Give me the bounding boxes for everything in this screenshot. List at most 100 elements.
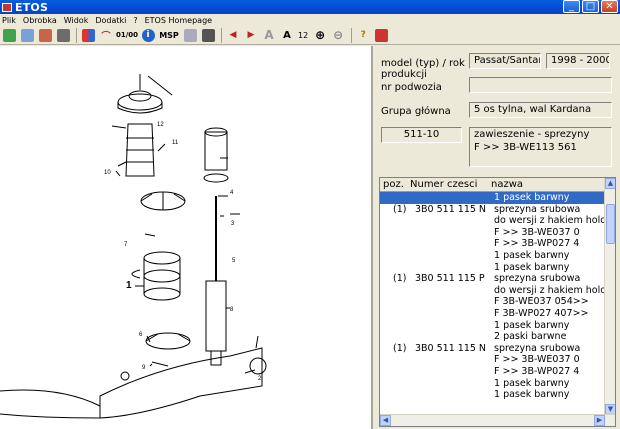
chassis-field xyxy=(469,77,612,93)
header-pos[interactable]: poz. xyxy=(383,179,404,190)
cell-name: sprezyna srubowa xyxy=(494,203,581,215)
cell-name: F >> 3B-WE037 0 xyxy=(494,226,580,238)
info-icon[interactable]: i xyxy=(140,27,156,43)
color-palette-button[interactable] xyxy=(80,27,96,43)
parts-list[interactable]: poz. Numer czesci nazwa 1 pasek barwny(1… xyxy=(379,177,616,427)
zoom-out-icon[interactable]: ⊖ xyxy=(333,28,344,42)
table-row[interactable]: F >> 3B-WE037 0 xyxy=(380,227,605,239)
cell-name: do wersji z hakiem holov xyxy=(494,284,612,296)
horizontal-scrollbar[interactable]: ◀ ▶ xyxy=(380,414,615,426)
cell-number: 3B0 511 115 N xyxy=(415,203,487,215)
menu-dodatki[interactable]: Dodatki xyxy=(95,15,127,25)
new-document-button[interactable] xyxy=(1,27,17,43)
cell-name: 1 pasek barwny xyxy=(494,261,570,273)
callout-5: 5 xyxy=(232,258,236,264)
model-field: Passat/Santan xyxy=(469,53,541,69)
parts-drawing: 12 11 10 4 3 5 7 1 8 6 9 2 xyxy=(0,46,373,429)
close-button[interactable]: ✕ xyxy=(601,0,618,13)
header-number[interactable]: Numer czesci xyxy=(410,179,478,190)
table-row[interactable]: 1 pasek barwny xyxy=(380,192,605,204)
menu-plik[interactable]: Plik xyxy=(2,15,16,25)
minimize-button[interactable]: _ xyxy=(563,0,580,13)
window-title: ETOS xyxy=(15,0,49,14)
vertical-scrollbar[interactable]: ▲ ▼ xyxy=(604,178,615,415)
maximize-button[interactable]: □ xyxy=(582,0,599,13)
cell-pos: (1) xyxy=(393,273,407,285)
bump-stop xyxy=(125,123,155,177)
scroll-up-icon[interactable]: ▲ xyxy=(605,178,615,189)
callout-6: 6 xyxy=(139,332,143,338)
scroll-thumb[interactable] xyxy=(606,204,615,244)
callout-11: 11 xyxy=(172,140,179,146)
document-button[interactable] xyxy=(19,27,35,43)
parts-list-header: poz. Numer czesci nazwa xyxy=(380,178,605,192)
menu-obrobka[interactable]: Obrobka xyxy=(22,15,57,25)
menu-widok[interactable]: Widok xyxy=(63,15,89,25)
scroll-right-icon[interactable]: ▶ xyxy=(594,415,605,426)
grid-button[interactable] xyxy=(182,27,198,43)
next-arrow-icon[interactable]: ▶ xyxy=(247,30,255,40)
table-row[interactable]: F 3B-WP027 407>> xyxy=(380,308,605,320)
shock-absorber xyxy=(205,280,227,352)
cell-name: F >> 3B-WP027 4 xyxy=(494,365,580,377)
year-field: 1998 - 2000 xyxy=(546,53,610,69)
cell-name: F >> 3B-WP027 4 xyxy=(494,238,580,250)
cell-name: do wersji z hakiem holov xyxy=(494,215,612,227)
print-button[interactable] xyxy=(55,27,71,43)
cell-name: F >> 3B-WE037 0 xyxy=(494,354,580,366)
exit-icon[interactable] xyxy=(373,27,389,43)
table-row[interactable]: 1 pasek barwny xyxy=(380,389,605,401)
details-pane: model (typ) / rok produkcji Passat/Santa… xyxy=(375,46,620,429)
msp-button[interactable]: MSP xyxy=(159,30,179,40)
table-row[interactable]: F >> 3B-WE037 0 xyxy=(380,354,605,366)
scroll-left-icon[interactable]: ◀ xyxy=(380,415,391,426)
description-line-2: F >> 3B-WE113 561 xyxy=(474,142,577,153)
table-row[interactable]: (1) 3B0 511 115 N sprezyna srubowa xyxy=(380,204,605,216)
tools-button[interactable] xyxy=(37,27,53,43)
header-name[interactable]: nazwa xyxy=(491,179,524,190)
toolbar: ⌒ 01/00 i MSP ◀ ▶ A A 12 ⊕ ⊖ ? xyxy=(0,26,620,45)
table-row[interactable]: 1 pasek barwny xyxy=(380,262,605,274)
model-label: model (typ) / rok produkcji xyxy=(381,58,465,80)
description-field: zawieszenie - sprezyny F >> 3B-WE113 561 xyxy=(469,127,612,167)
cell-pos: (1) xyxy=(393,203,407,215)
zoom-in-icon[interactable]: ⊕ xyxy=(315,28,326,42)
cell-name: 1 pasek barwny xyxy=(494,319,570,331)
lower-spring-seat xyxy=(145,332,191,350)
table-row[interactable]: 2 paski barwne xyxy=(380,331,605,343)
chassis-label: nr podwozia xyxy=(381,82,442,93)
cell-pos: (1) xyxy=(393,342,407,354)
cell-name: sprezyna srubowa xyxy=(494,342,581,354)
font-larger-icon[interactable]: A xyxy=(264,28,274,42)
table-row[interactable]: 1 pasek barwny xyxy=(380,378,605,390)
arc-icon[interactable]: ⌒ xyxy=(101,31,111,42)
table-row[interactable]: do wersji z hakiem holov xyxy=(380,285,612,297)
table-row[interactable]: F 3B-WE037 054>> xyxy=(380,296,605,308)
font-smaller-icon[interactable]: A xyxy=(283,29,291,41)
ratio-button[interactable]: 01/00 xyxy=(115,31,139,39)
callout-3: 3 xyxy=(231,221,235,227)
callout-12: 12 xyxy=(157,122,164,128)
help-icon[interactable]: ? xyxy=(360,30,366,40)
group-label: Grupa główna xyxy=(381,106,451,117)
callout-4: 4 xyxy=(230,190,234,196)
table-row[interactable]: F >> 3B-WP027 4 xyxy=(380,366,605,378)
table-row[interactable]: 1 pasek barwny xyxy=(380,250,605,262)
code-field: 511-10 xyxy=(381,127,462,143)
trailing-arm xyxy=(99,347,263,419)
table-row[interactable]: do wersji z hakiem holov xyxy=(380,215,612,227)
menu-etos-homepage[interactable]: ETOS Homepage xyxy=(144,15,213,25)
description-line-1: zawieszenie - sprezyny xyxy=(474,129,590,140)
table-row[interactable]: F >> 3B-WP027 4 xyxy=(380,238,605,250)
coil-spring xyxy=(131,251,181,301)
group-field: 5 os tylna, wal Kardana xyxy=(469,102,612,118)
table-row[interactable]: 1 pasek barwny xyxy=(380,320,605,332)
menu-bar: Plik Obrobka Widok Dodatki ? ETOS Homepa… xyxy=(0,14,620,26)
binoculars-icon[interactable] xyxy=(200,27,216,43)
previous-arrow-icon[interactable]: ◀ xyxy=(229,30,237,40)
menu-help[interactable]: ? xyxy=(133,15,138,25)
callout-7: 7 xyxy=(124,242,128,248)
